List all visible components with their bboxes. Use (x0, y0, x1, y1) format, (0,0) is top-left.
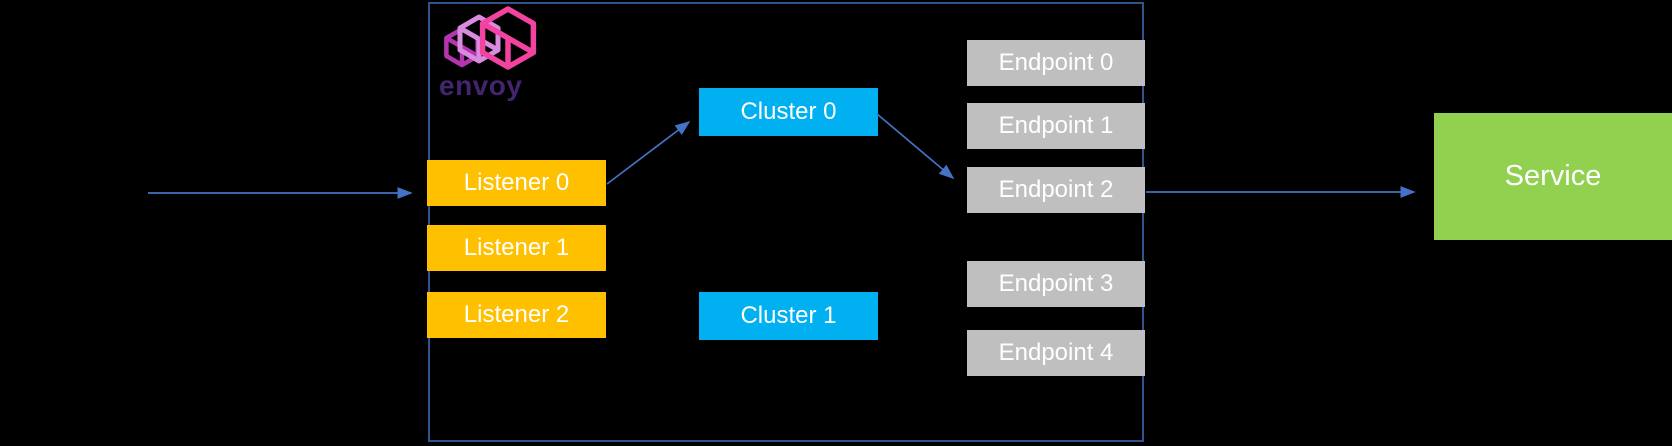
envoy-proxy-container (428, 2, 1144, 442)
endpoint-2-label: Endpoint 2 (998, 176, 1114, 203)
envoy-logo: envoy (438, 5, 542, 100)
endpoint-4-label: Endpoint 4 (998, 339, 1114, 366)
listener-2-label: Listener 2 (463, 301, 570, 328)
service-box: Service (1434, 113, 1672, 240)
service-label: Service (1504, 160, 1602, 192)
endpoint-1-box: Endpoint 1 (967, 103, 1145, 149)
listener-2-box: Listener 2 (427, 292, 606, 338)
cluster-0-label: Cluster 0 (740, 98, 837, 125)
endpoint-3-box: Endpoint 3 (967, 261, 1145, 307)
envoy-cubes-icon (444, 6, 537, 70)
endpoint-1-label: Endpoint 1 (998, 112, 1114, 139)
endpoint-0-label: Endpoint 0 (998, 49, 1114, 76)
endpoint-2-box: Endpoint 2 (967, 167, 1145, 213)
cluster-1-box: Cluster 1 (699, 292, 878, 340)
listener-1-box: Listener 1 (427, 225, 606, 271)
listener-0-label: Listener 0 (463, 169, 570, 196)
listener-1-label: Listener 1 (463, 234, 570, 261)
cluster-1-label: Cluster 1 (740, 302, 837, 329)
envoy-wordmark: envoy (439, 70, 523, 101)
endpoint-0-box: Endpoint 0 (967, 40, 1145, 86)
cluster-0-box: Cluster 0 (699, 88, 878, 136)
listener-0-box: Listener 0 (427, 160, 606, 206)
endpoint-3-label: Endpoint 3 (998, 270, 1114, 297)
endpoint-4-box: Endpoint 4 (967, 330, 1145, 376)
